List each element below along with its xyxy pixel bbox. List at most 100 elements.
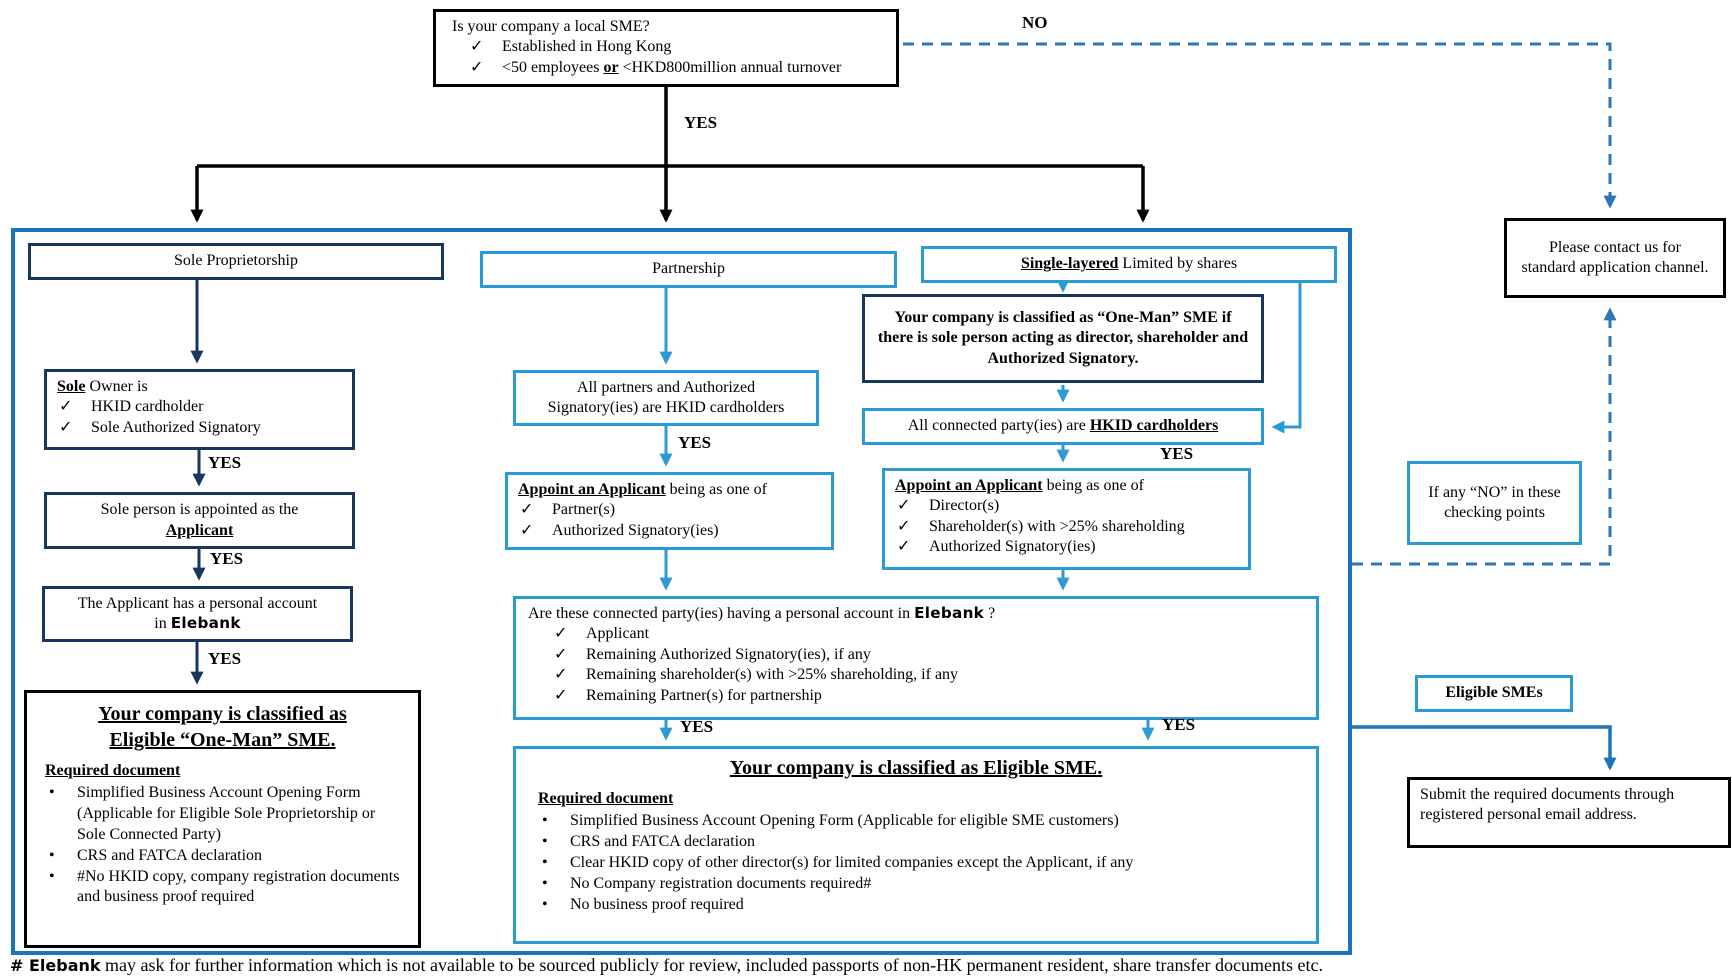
footnote-brand: Elebank xyxy=(28,956,101,975)
appoint-director-check-row: ✓ Director(s) xyxy=(895,496,1238,516)
sole-appointed-box: Sole person is appointed as the Applican… xyxy=(44,492,355,549)
header-partnership: Partnership xyxy=(480,251,897,288)
contact-standard-channel-box: Please contact us for standard applicati… xyxy=(1504,218,1726,298)
criterion-size-pre: <50 employees xyxy=(502,58,604,76)
pa-check-row: ✓ Applicant xyxy=(528,624,1304,644)
pa-check-row: ✓ Remaining Partner(s) for partnership xyxy=(528,686,1304,706)
appoint-partner-check-row: ✓ Partner(s) xyxy=(518,500,821,520)
sole-owner-check-row: ✓ HKID cardholder xyxy=(57,397,342,417)
appoint-director-check-2: Shareholder(s) with >25% shareholding xyxy=(929,517,1185,535)
one-man-note-box: Your company is classified as “One-Man” … xyxy=(862,294,1264,383)
sole-account-line2: in Elebank xyxy=(154,614,240,634)
bullet-icon: • xyxy=(49,846,55,864)
personal-account-question: Are these connected party(ies) having a … xyxy=(528,604,1304,624)
criterion-established: Established in Hong Kong xyxy=(502,38,672,56)
appoint-director-head: Appoint an Applicant being as one of xyxy=(895,476,1238,496)
partners-cardholders-text: All partners and Authorized Signatory(ie… xyxy=(547,378,785,416)
appoint-partner-check-2: Authorized Signatory(ies) xyxy=(552,521,719,539)
footnote-hash: # xyxy=(10,956,29,975)
appoint-partner-rest: being as one of xyxy=(665,481,767,498)
check-icon: ✓ xyxy=(59,418,73,436)
no-label: NO xyxy=(1022,13,1048,32)
appoint-partner-head: Appoint an Applicant being as one of xyxy=(518,480,821,500)
eligible-smes-text: Eligible SMEs xyxy=(1445,684,1543,702)
bullet-text: CRS and FATCA declaration xyxy=(570,833,756,851)
check-icon: ✓ xyxy=(897,517,911,535)
appoint-director-check-row: ✓ Authorized Signatory(ies) xyxy=(895,537,1238,557)
header-sole-label: Sole Proprietorship xyxy=(174,252,298,270)
partners-cardholders-box: All partners and Authorized Signatory(ie… xyxy=(513,370,819,426)
criterion-size-or: or xyxy=(603,58,619,76)
bullet-text: Simplified Business Account Opening Form… xyxy=(77,784,376,844)
sole-owner-rest: Owner is xyxy=(85,378,148,395)
appoint-director-check-row: ✓ Shareholder(s) with >25% shareholding xyxy=(895,517,1238,537)
sole-owner-check-row: ✓ Sole Authorized Signatory xyxy=(57,418,342,438)
connected-party-text: All connected party(ies) are HKID cardho… xyxy=(908,416,1219,436)
appoint-partner-check-1: Partner(s) xyxy=(552,501,616,519)
sole-appointed-line1: Sole person is appointed as the xyxy=(100,501,299,519)
appoint-director-underlined: Appoint an Applicant xyxy=(895,477,1043,494)
header-single-layered: Single-layered Limited by shares xyxy=(921,246,1337,283)
eligible-sme-bullet-list: •Simplified Business Account Opening For… xyxy=(526,811,1306,915)
bullet-item: •CRS and FATCA declaration xyxy=(542,832,1298,853)
submit-text: Submit the required documents through re… xyxy=(1420,786,1675,824)
criterion-row: ✓ Established in Hong Kong xyxy=(446,37,886,57)
bullet-text: No business proof required xyxy=(570,895,744,913)
local-sme-question-box: Is your company a local SME? ✓ Establish… xyxy=(433,9,899,87)
criterion-size: <50 employees or <HKD800million annual t… xyxy=(502,58,841,78)
yes-label-bottom-right: YES xyxy=(1162,715,1196,734)
appoint-applicant-partnership-box: Appoint an Applicant being as one of ✓ P… xyxy=(505,472,834,550)
appoint-partner-underlined: Appoint an Applicant xyxy=(518,481,666,498)
pa-question-pre: Are these connected party(ies) having a … xyxy=(528,605,915,622)
eligible-sme-result-box: Your company is classified as Eligible S… xyxy=(513,746,1319,944)
sme-flow-container xyxy=(11,228,1352,955)
bullet-item: •#No HKID copy, company registration doc… xyxy=(49,867,404,909)
bullet-item: • CRS and FATCA declaration xyxy=(49,846,404,867)
header-partnership-label: Partnership xyxy=(652,260,725,278)
one-man-title-2: Eligible “One-Man” SME. xyxy=(109,729,336,751)
pa-check-3: Remaining shareholder(s) with >25% share… xyxy=(586,666,959,684)
question-title: Is your company a local SME? xyxy=(452,18,650,35)
check-icon: ✓ xyxy=(520,521,534,539)
yes-label-sole-2: YES xyxy=(210,549,244,568)
one-man-sme-result-box: Your company is classified as Eligible “… xyxy=(24,690,421,948)
eligible-sme-title: Your company is classified as Eligible S… xyxy=(729,757,1103,779)
eligible-smes-label-box: Eligible SMEs xyxy=(1415,675,1573,712)
bullet-icon: • xyxy=(542,854,548,872)
check-icon: ✓ xyxy=(470,58,484,76)
check-icon: ✓ xyxy=(554,666,568,684)
footnote-text: may ask for further information which is… xyxy=(100,955,1323,975)
header-single-label: Single-layered Limited by shares xyxy=(1021,254,1237,274)
pa-check-4: Remaining Partner(s) for partnership xyxy=(586,686,822,704)
bullet-item: • No Company registration documents requi… xyxy=(542,874,1298,895)
bullet-icon: • xyxy=(49,867,55,885)
sole-owner-box: Sole Owner is ✓ HKID cardholder ✓ Sole A… xyxy=(44,369,355,450)
sole-owner-check-2: Sole Authorized Signatory xyxy=(91,418,261,436)
one-man-bullet-list: • Simplified Business Account Opening For… xyxy=(33,783,412,908)
bullet-icon: • xyxy=(542,874,548,892)
footnote: # Elebank may ask for further informatio… xyxy=(10,954,1725,977)
appoint-director-check-3: Authorized Signatory(ies) xyxy=(929,538,1096,556)
appoint-director-check-1: Director(s) xyxy=(929,497,1000,515)
sole-appointed-line2: Applicant xyxy=(165,521,234,539)
check-icon: ✓ xyxy=(554,645,568,663)
yes-label-single: YES xyxy=(1160,444,1194,463)
one-man-note-text: Your company is classified as “One-Man” … xyxy=(877,308,1249,367)
eligible-sme-required-label: Required document xyxy=(538,790,674,807)
check-icon: ✓ xyxy=(470,38,484,56)
bullet-text: CRS and FATCA declaration xyxy=(77,846,263,864)
header-single-rest: Limited by shares xyxy=(1118,255,1238,273)
yes-label-sole-1: YES xyxy=(208,453,242,472)
check-icon: ✓ xyxy=(554,686,568,704)
sole-owner-check-1: HKID cardholder xyxy=(91,398,204,416)
header-sole-proprietorship: Sole Proprietorship xyxy=(28,243,444,280)
check-icon: ✓ xyxy=(59,398,73,416)
appoint-director-rest: being as one of xyxy=(1042,477,1144,494)
bullet-text: No Company registration documents requir… xyxy=(570,874,872,892)
criterion-size-post: <HKD800million annual turnover xyxy=(618,58,842,76)
sole-owner-title: Sole Owner is xyxy=(57,377,342,397)
bullet-icon: • xyxy=(542,895,548,913)
yes-label-bottom-left: YES xyxy=(680,717,714,736)
check-icon: ✓ xyxy=(520,501,534,519)
